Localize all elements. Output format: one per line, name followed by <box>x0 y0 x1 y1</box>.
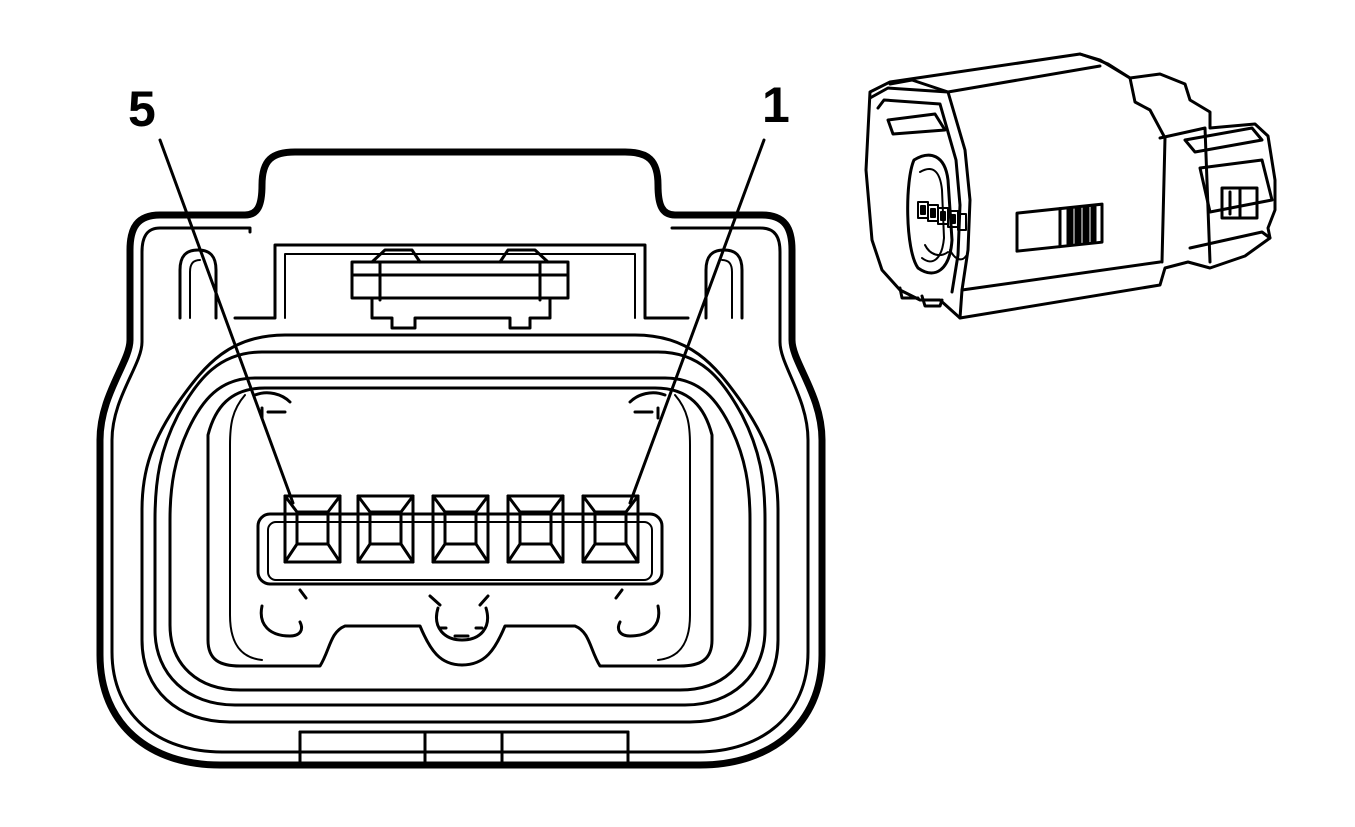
cavity-top-rib-right <box>628 391 667 404</box>
connector-inner-shell <box>110 226 810 754</box>
pin-1-label: 1 <box>762 77 790 133</box>
iso-side-bottom <box>960 260 1162 292</box>
connector-front-view <box>96 138 826 769</box>
pin-1-leader-line <box>628 138 766 505</box>
latch-frame-inner <box>284 253 636 319</box>
left-corner-rib <box>178 248 218 320</box>
iso-front-face-inner <box>876 98 962 294</box>
iso-top-ridge <box>1078 52 1167 264</box>
iso-front-face <box>868 86 972 320</box>
iso-bottom-feet <box>898 286 944 308</box>
connector-isometric-view <box>864 52 1277 320</box>
bottom-tabs <box>298 730 630 767</box>
iso-rear-block <box>1198 158 1274 214</box>
pin-5-leader-line <box>158 138 295 505</box>
left-corner-rib-inner <box>189 259 201 319</box>
terminal-strip-inner <box>267 521 653 581</box>
terminal-cavity <box>431 494 490 564</box>
terminal-cavity <box>356 494 415 564</box>
terminal-cavity <box>581 494 640 564</box>
latch-frame <box>233 243 690 320</box>
cavity-dash-left <box>260 406 287 420</box>
cavity-left-wall <box>229 394 263 661</box>
iso-rear-slot-inner <box>1228 188 1242 218</box>
iso-body-outline <box>864 52 1277 320</box>
cavity-boundary <box>206 386 714 668</box>
iso-rear-tab <box>1183 126 1264 154</box>
latch-block <box>350 248 570 330</box>
iso-terminals <box>917 201 967 261</box>
seal-ring-inner <box>168 376 752 692</box>
iso-rear-collar <box>1158 126 1212 264</box>
seal-ring-outer <box>140 333 780 724</box>
iso-rear-bottom <box>1188 230 1272 250</box>
seal-ring-middle <box>153 350 767 707</box>
cavity-top-rib-left <box>253 391 292 404</box>
cavity-dash-right <box>633 406 660 420</box>
terminal-strip <box>256 512 664 586</box>
iso-side-window-bars <box>1058 205 1097 249</box>
iso-front-opening <box>906 153 954 275</box>
iso-rear-slot <box>1220 186 1259 220</box>
pin-5-label: 5 <box>128 81 156 137</box>
iso-side-edge <box>946 64 1102 94</box>
cavity-right-wall <box>657 394 691 661</box>
iso-top-latch <box>886 112 947 136</box>
connector-outer-shell <box>96 148 826 769</box>
terminal-cavities <box>283 494 640 564</box>
bottom-lobes <box>259 588 661 642</box>
terminal-cavity <box>506 494 565 564</box>
right-corner-rib-inner <box>721 259 733 319</box>
terminal-cavity <box>283 494 342 564</box>
iso-top-edge <box>888 78 950 94</box>
